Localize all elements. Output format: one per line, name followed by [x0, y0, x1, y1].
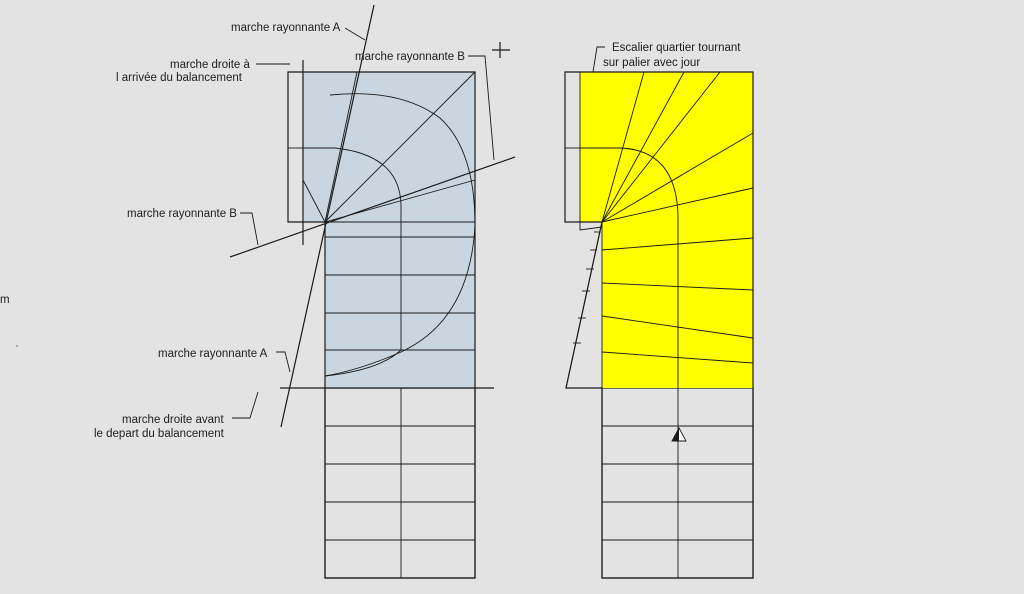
right-straight-flight	[601, 387, 754, 579]
right-staircase-diagram: Escalier quartier tournant sur palier av…	[564, 42, 754, 579]
left-landing-treads	[303, 221, 475, 351]
label-marche-rayonnante-a-left: marche rayonnante A	[158, 348, 268, 360]
direction-arrow-icon	[671, 427, 687, 442]
label-marche-droite-arrivee-line1: marche droite à	[170, 59, 251, 71]
right-title-line1: Escalier quartier tournant	[612, 42, 741, 54]
cross-mark-icon	[492, 42, 510, 58]
label-marche-rayonnante-b-top: marche rayonnante B	[355, 51, 465, 63]
margin-dot	[16, 345, 18, 347]
right-straight-treads	[602, 388, 753, 578]
label-marche-droite-avant-line1: marche droite avant	[122, 414, 224, 426]
right-walking-line	[580, 147, 679, 388]
margin-text: m	[0, 294, 10, 306]
right-title-leader	[592, 46, 605, 73]
left-outline	[287, 71, 476, 579]
label-marche-droite-arrivee-line2: l arrivée du balancement	[116, 72, 243, 84]
right-outline	[564, 71, 754, 579]
label-marche-droite-avant-line2: le depart du balancement	[94, 428, 225, 440]
left-straight-treads	[325, 388, 475, 578]
left-staircase-diagram: marche rayonnante A marche rayonnante B …	[94, 4, 516, 579]
label-marche-rayonnante-a-top: marche rayonnante A	[231, 22, 341, 34]
label-marche-rayonnante-b-left: marche rayonnante B	[127, 208, 237, 220]
right-arrival-strip	[564, 71, 581, 223]
right-notch	[579, 222, 603, 231]
right-title-line2: sur palier avec jour	[603, 57, 700, 69]
right-tick-marks	[573, 231, 600, 344]
left-leader-lines	[232, 27, 495, 419]
left-arrival-strip	[287, 71, 304, 223]
left-construction-lines	[229, 4, 516, 428]
right-winder-area	[580, 72, 753, 388]
left-radiating-lines	[302, 71, 476, 223]
left-straight-flight	[324, 387, 476, 579]
left-landing-zone	[303, 72, 475, 388]
